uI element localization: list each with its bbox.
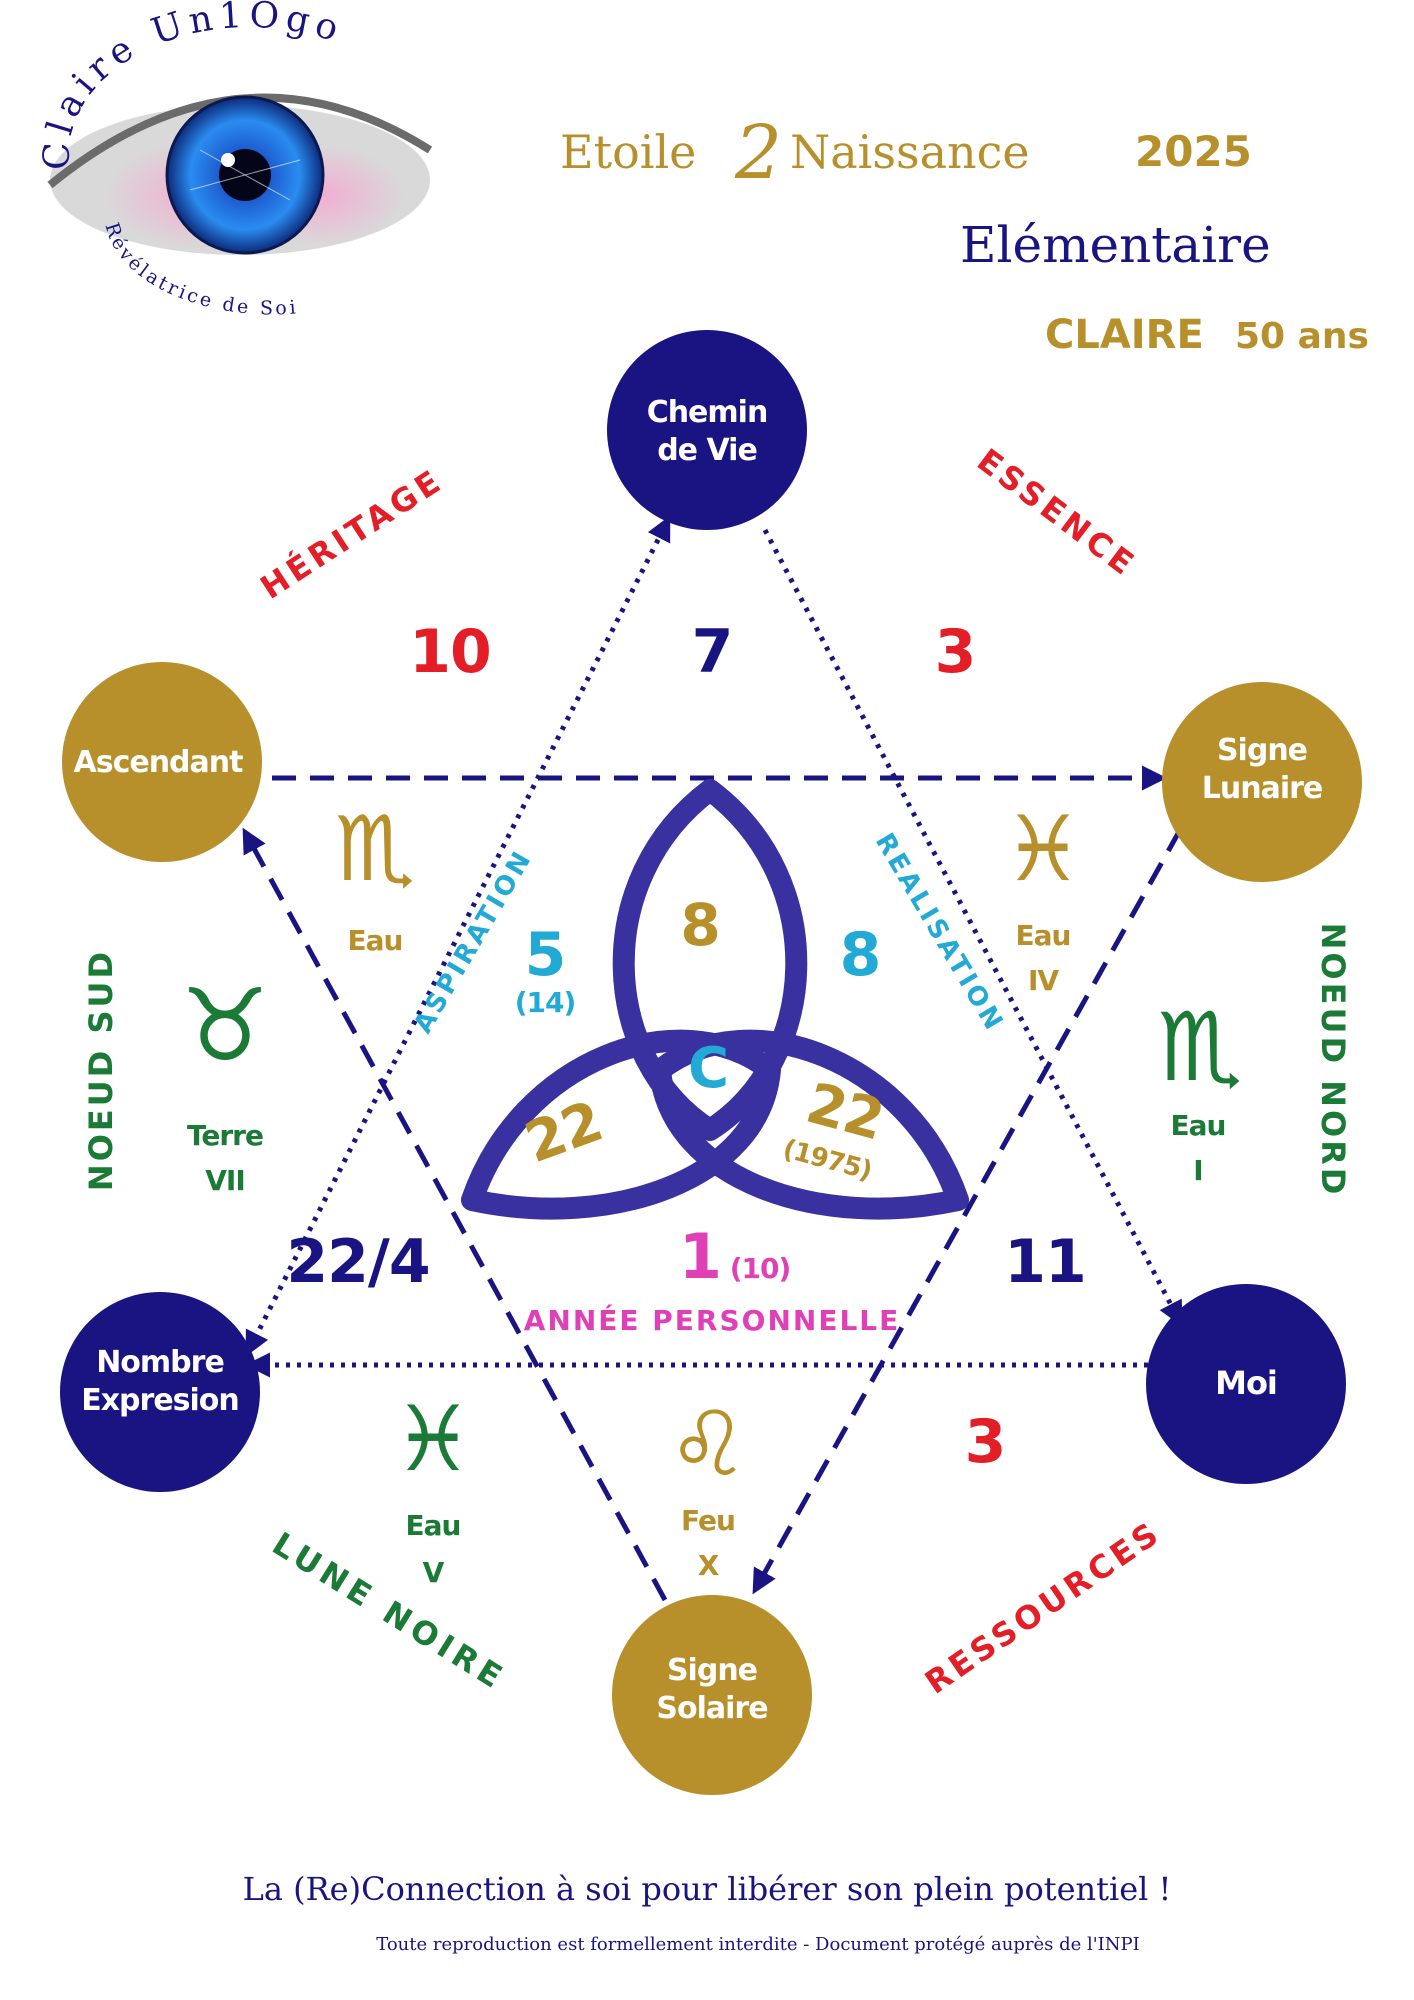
sign-lunaire: ♓ Eau IV (1003, 797, 1084, 997)
sign-solaire-house: X (698, 1549, 720, 1582)
node-chemin-label-1: Chemin (647, 395, 768, 430)
title-elementaire: Elémentaire (960, 216, 1271, 274)
sign-lune-noire: ♓ Eau V (393, 1387, 474, 1589)
node-moi: Moi (1146, 1284, 1346, 1484)
node-solaire-label-2: Solaire (656, 1691, 767, 1726)
zone-heritage: HÉRITAGE (254, 461, 450, 607)
line-chemin-expresion (245, 515, 671, 1357)
star-connections (242, 515, 1183, 1602)
scorpio-icon: ♏ (335, 797, 416, 902)
number-expression: 22/4 (286, 1227, 429, 1297)
sign-ascendant-element: Eau (348, 924, 403, 957)
person-age: 50 ans (1235, 316, 1369, 357)
node-ascendant: Ascendant (62, 662, 262, 862)
triquetra-left-loop (461, 1029, 781, 1220)
triquetra-right-loop (649, 1029, 969, 1220)
scorpio-icon: ♏ (1157, 993, 1242, 1103)
number-moi: 11 (1004, 1227, 1086, 1297)
sign-lune-noire-element: Eau (406, 1509, 461, 1542)
person-name: CLAIRE (1045, 312, 1204, 358)
sign-noeud-sud-element: Terre (187, 1119, 263, 1152)
sign-solaire: ♌ Feu X (668, 1392, 749, 1582)
node-solaire-label-1: Signe (667, 1653, 757, 1688)
node-chemin-label-2: de Vie (657, 433, 757, 468)
sign-noeud-sud: ♉ Terre VII (180, 967, 270, 1197)
number-essence: 3 (935, 617, 976, 687)
node-expresion-label-2: Expresion (81, 1383, 239, 1418)
number-annee: 1 (679, 1220, 721, 1293)
taurus-icon: ♉ (180, 967, 270, 1084)
footer-copyright: Toute reproduction est formellement inte… (376, 1934, 1140, 1955)
number-aspiration-sub: (14) (515, 986, 576, 1019)
node-signe-lunaire: Signe Lunaire (1162, 682, 1362, 882)
node-expresion-label-1: Nombre (96, 1345, 224, 1380)
line-lunaire-solaire (752, 828, 1183, 1595)
number-ressources: 3 (965, 1407, 1006, 1477)
label-annee-personnelle: ANNÉE PERSONNELLE (524, 1303, 901, 1337)
line-solaire-ascendant (242, 827, 668, 1602)
label-realisation: REALISATION (869, 828, 1009, 1037)
node-lunaire-label-2: Lunaire (1202, 771, 1323, 806)
node-chemin-de-vie: Chemin de Vie (607, 330, 807, 530)
title-etoile: Etoile (560, 125, 696, 179)
sign-noeud-sud-house: VII (205, 1164, 245, 1197)
logo: Claire Un1Ogo Révélatrice de Soi (36, 0, 433, 320)
sign-noeud-nord: ♏ Eau I (1157, 993, 1242, 1187)
triquetra-top-loop (612, 779, 808, 1141)
zone-lune-noire: LUNE NOIRE (266, 1525, 513, 1699)
leo-icon: ♌ (668, 1392, 749, 1497)
number-chemin: 7 (692, 617, 733, 687)
sign-lune-noire-house: V (423, 1556, 445, 1589)
zone-noeud-sud: NOEUD SUD (82, 949, 120, 1191)
title-block: Etoile 2 Naissance 2025 Elémentaire CLAI… (560, 110, 1369, 358)
node-signe-solaire: Signe Solaire (612, 1595, 812, 1795)
number-realisation: 8 (840, 920, 881, 990)
footer-tagline: La (Re)Connection à soi pour libérer son… (243, 1870, 1172, 1908)
zone-noeud-nord: NOEUD NORD (1314, 923, 1352, 1198)
node-nombre-expresion: Nombre Expresion (60, 1292, 260, 1492)
number-annee-sub: (10) (730, 1252, 791, 1285)
node-ascendant-label: Ascendant (74, 745, 244, 780)
number-aspiration: 5 (525, 920, 566, 990)
node-lunaire-label-1: Signe (1217, 733, 1307, 768)
zone-essence: ESSENCE (970, 441, 1144, 585)
triquetra-center-letter: C (688, 1036, 728, 1101)
zone-ressources: RESSOURCES (918, 1513, 1168, 1701)
sign-ascendant: ♏ Eau (335, 797, 416, 957)
pisces-icon: ♓ (1003, 797, 1084, 902)
eye-highlight (221, 153, 235, 167)
title-naissance: Naissance (790, 125, 1030, 179)
triquetra-top-number: 8 (680, 891, 719, 959)
sign-lunaire-house: IV (1028, 964, 1059, 997)
sign-noeud-nord-element: Eau (1171, 1109, 1226, 1142)
number-heritage: 10 (409, 617, 491, 687)
numbers: 10 7 3 5 (14) 8 8 C 22 22 (1975) 22/4 11… (286, 617, 1086, 1477)
node-moi-label: Moi (1215, 1364, 1277, 1402)
pisces-icon: ♓ (393, 1387, 474, 1492)
sign-solaire-element: Feu (681, 1504, 735, 1537)
title-year: 2025 (1135, 127, 1252, 176)
sign-lunaire-element: Eau (1016, 919, 1071, 952)
triquetra (461, 779, 969, 1220)
title-two: 2 (734, 110, 782, 196)
sign-noeud-nord-house: I (1193, 1154, 1202, 1187)
